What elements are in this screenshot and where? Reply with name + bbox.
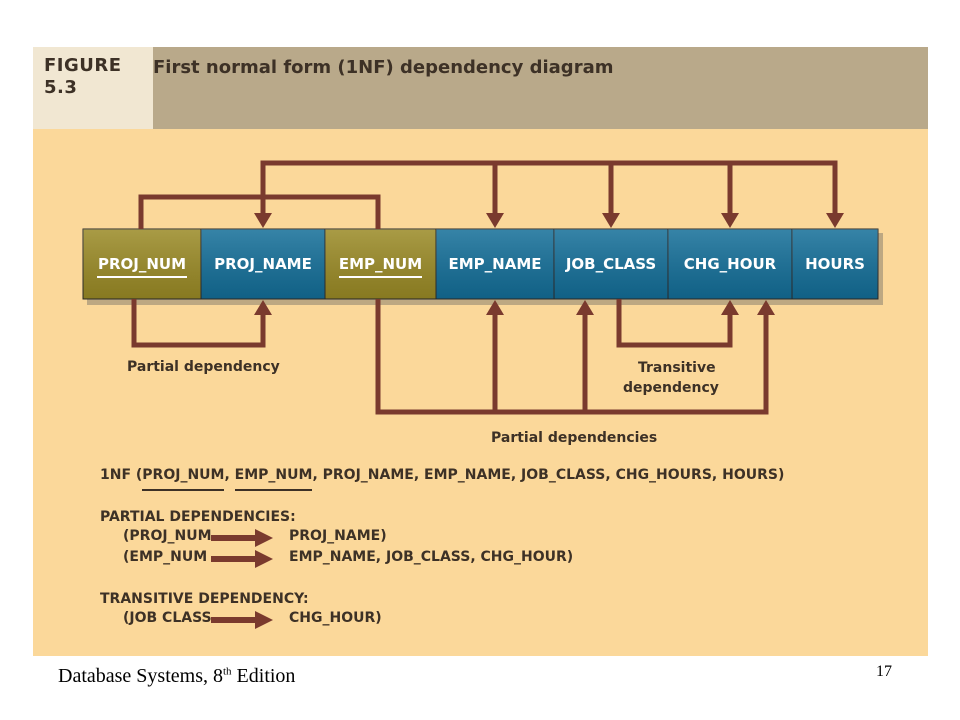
partial-dependencies-line [375, 299, 769, 415]
attribute-label: JOB_CLASS [565, 255, 656, 273]
nf-key-proj-num: PROJ_NUM [142, 467, 225, 491]
book-title-sup: th [222, 665, 232, 678]
arrowhead-icon [486, 300, 504, 315]
notation-arrows [211, 529, 273, 629]
figure-tab: FIGURE 5.3 [33, 47, 153, 129]
figure-label-number: 5.3 [44, 77, 78, 98]
figure-label-word: FIGURE [44, 55, 122, 76]
attribute-box-shade [436, 229, 554, 299]
transitive-dependency-line [616, 299, 733, 348]
transitive-row-right-1: CHG_HOUR) [289, 610, 382, 626]
partial-row-right-2: EMP_NAME, JOB_CLASS, CHG_HOUR) [289, 549, 574, 565]
figure-number: FIGURE 5.3 [44, 55, 122, 99]
partial-dependency-label: Partial dependency [127, 359, 280, 375]
notation-arrow-icon [211, 529, 273, 547]
notation-arrow-icon [211, 550, 273, 568]
transitive-row-left-1: (JOB CLASS [123, 610, 212, 626]
attribute-box-shade [325, 229, 436, 299]
figure-panel: FIGURE 5.3 First normal form (1NF) depen… [33, 47, 928, 656]
arrowhead-icon [254, 300, 272, 315]
arrowhead-icon [721, 300, 739, 315]
top-dependency-line [260, 160, 838, 213]
attribute-box-shade [792, 229, 878, 299]
arrowhead-icon [602, 213, 620, 228]
attribute-label: EMP_NAME [448, 255, 541, 273]
nf-key-emp-num: EMP_NUM [234, 467, 313, 491]
partial-row-right-1: PROJ_NAME) [289, 528, 387, 544]
attribute-label: EMP_NUM [339, 255, 422, 273]
attribute-label: PROJ_NAME [214, 255, 312, 273]
nf-rest: , PROJ_NAME, EMP_NAME, JOB_CLASS, CHG_HO… [312, 467, 785, 483]
book-title-main: Database Systems, 8 [58, 665, 223, 687]
transitive-dependency-heading: TRANSITIVE DEPENDENCY: [100, 591, 309, 607]
partial-dependency-line [131, 299, 266, 348]
arrowhead-icon [721, 213, 739, 228]
figure-header: FIGURE 5.3 First normal form (1NF) depen… [33, 47, 928, 129]
arrowhead-icon [254, 213, 272, 228]
notation-arrow-icon [211, 611, 273, 629]
key-bracket-line [138, 194, 381, 229]
figure-title: First normal form (1NF) dependency diagr… [153, 57, 614, 78]
attribute-box-shade [668, 229, 792, 299]
partial-dependencies-heading: PARTIAL DEPENDENCIES: [100, 509, 296, 525]
attribute-boxes: PROJ_NUM PROJ_NAME EMP_NUM EMP_NAME JOB_CLAS… [82, 228, 879, 300]
attribute-box-shade [554, 229, 668, 299]
partial-row-left-2: (EMP_NUM [123, 549, 208, 565]
attribute-box-shade [201, 229, 325, 299]
arrowhead-icon [757, 300, 775, 315]
attribute-label: CHG_HOUR [684, 255, 777, 273]
dependency-arrows [131, 160, 844, 415]
arrowhead-icon [576, 300, 594, 315]
transitive-label-line2: dependency [623, 380, 719, 396]
partial-dependencies-label: Partial dependencies [491, 430, 658, 446]
nf-notation: 1NF (PROJ_NUM, EMP_NUM, PROJ_NAME, EMP_N… [100, 467, 784, 491]
transitive-label-line1: Transitive [638, 360, 716, 376]
arrowhead-icon [486, 213, 504, 228]
attribute-box-shade [83, 229, 201, 299]
page-number: 17 [876, 663, 892, 680]
nf-prefix: 1NF ( [100, 467, 143, 483]
book-title-suffix: Edition [231, 665, 296, 687]
attribute-label: PROJ_NUM [98, 255, 186, 273]
partial-row-left-1: (PROJ_NUM [123, 528, 212, 544]
arrowhead-icon [826, 213, 844, 228]
book-title: Database Systems, 8th Edition [58, 665, 295, 688]
dependency-diagram: PROJ_NUM PROJ_NAME EMP_NUM EMP_NAME JOB_CLAS… [82, 160, 883, 415]
attribute-label: HOURS [805, 255, 865, 273]
nf-separator: , [224, 467, 235, 483]
